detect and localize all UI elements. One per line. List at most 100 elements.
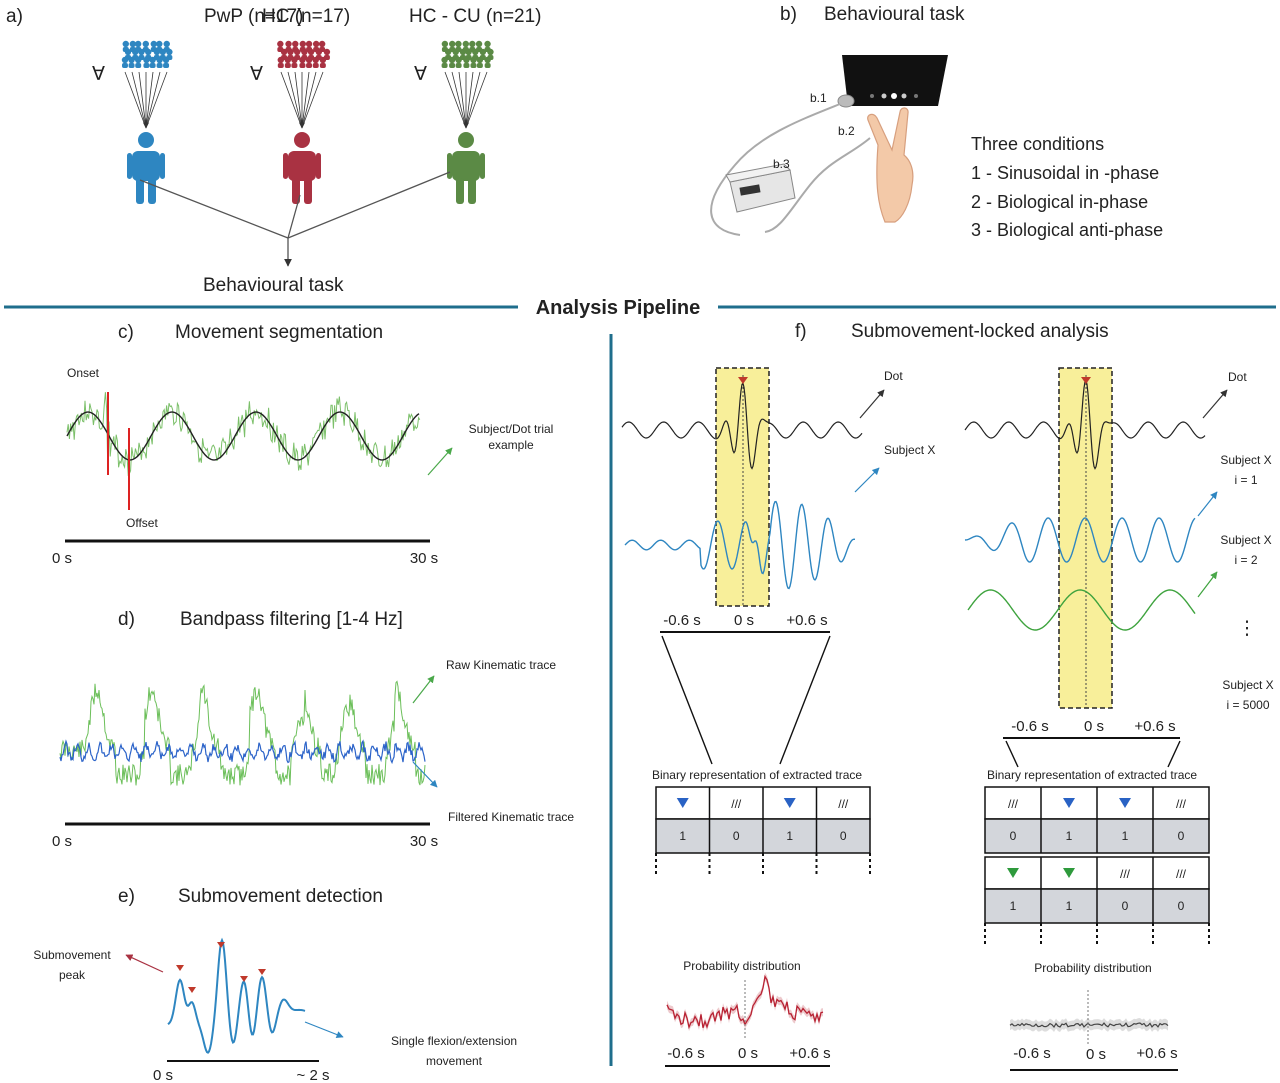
trial-annotation-line2: example bbox=[488, 438, 534, 452]
panel-f-label: f) bbox=[795, 321, 807, 342]
group-0-icons bbox=[121, 40, 173, 204]
no-peak-cell: /// bbox=[1176, 797, 1187, 811]
no-peak-cell: /// bbox=[1008, 797, 1019, 811]
pipeline-header: Analysis Pipeline bbox=[4, 297, 1276, 1066]
subject-trace-right-2 bbox=[967, 589, 1196, 631]
prob-trace-right bbox=[1009, 1022, 1169, 1029]
c-time-start: 0 s bbox=[52, 550, 72, 567]
f-left-tick-end: +0.6 s bbox=[786, 612, 827, 629]
f-right-prob-tick-start: -0.6 s bbox=[1013, 1045, 1051, 1062]
peak-marker bbox=[258, 969, 266, 975]
peak-label-line1: Submovement bbox=[33, 948, 111, 962]
d-time-end: 30 s bbox=[410, 833, 438, 850]
f-right-tick-end: +0.6 s bbox=[1134, 718, 1175, 735]
sensor-icon bbox=[837, 94, 855, 108]
panel-c: c) Movement segmentation Onset Offset Su… bbox=[52, 322, 553, 567]
e-time-start: 0 s bbox=[153, 1067, 173, 1083]
subject-2-label: Subject X bbox=[1220, 533, 1271, 547]
device-label-b2: b.2 bbox=[838, 124, 855, 138]
binary-title-right: Binary representation of extracted trace bbox=[987, 768, 1197, 782]
peak-marker bbox=[240, 976, 248, 982]
amplifier-icon bbox=[725, 163, 796, 213]
prob-band-left bbox=[667, 972, 823, 1032]
no-peak-cell: /// bbox=[731, 797, 742, 811]
subject-trace-right-1 bbox=[964, 517, 1196, 563]
group-merge-lines bbox=[139, 171, 451, 239]
participant-groups bbox=[121, 40, 494, 204]
group-label-hc: HC (n=17) bbox=[262, 6, 350, 27]
f-right-tick-start: -0.6 s bbox=[1011, 718, 1049, 735]
dot-label-right: Dot bbox=[1228, 370, 1247, 384]
forall-symbol-hc-cu: ∀ bbox=[414, 64, 427, 85]
raw-trace-arrow bbox=[412, 675, 435, 704]
detected-peak-marker bbox=[1007, 868, 1019, 878]
panel-d-title: Bandpass filtering [1-4 Hz] bbox=[180, 609, 403, 630]
binary-value-cell: 0 bbox=[840, 829, 847, 843]
condition-2: 2 - Biological in-phase bbox=[971, 192, 1148, 212]
dot-sinusoid-trace bbox=[66, 411, 420, 461]
raw-trace-label: Raw Kinematic trace bbox=[446, 658, 556, 672]
offset-label: Offset bbox=[126, 516, 158, 530]
no-peak-cell: /// bbox=[1120, 867, 1131, 881]
binary-title-left: Binary representation of extracted trace bbox=[652, 768, 862, 782]
panel-b-label: b) bbox=[780, 4, 797, 25]
panel-b-title: Behavioural task bbox=[824, 4, 965, 25]
binary-value-cell: 0 bbox=[1178, 899, 1185, 913]
d-time-start: 0 s bbox=[52, 833, 72, 850]
peak-marker-right bbox=[1081, 377, 1091, 384]
subject-trace-left bbox=[624, 500, 856, 590]
panel-e-label: e) bbox=[118, 886, 135, 907]
f-right-prob-tick-zero: 0 s bbox=[1086, 1046, 1106, 1063]
submovement-trace bbox=[167, 937, 306, 1054]
panel-f-right: Dot Subject X i = 1 Subject X i = 2 ⋮ Su… bbox=[964, 367, 1274, 1071]
subject-ellipsis: ⋮ bbox=[1238, 618, 1257, 639]
movement-label-line1: Single flexion/extension bbox=[391, 1034, 517, 1048]
prob-title-left: Probability distribution bbox=[683, 959, 800, 973]
f-right-prob-tick-end: +0.6 s bbox=[1136, 1045, 1177, 1062]
panel-c-title: Movement segmentation bbox=[175, 322, 383, 343]
filtered-kinematic-trace bbox=[59, 739, 426, 765]
no-peak-cell: /// bbox=[1176, 867, 1187, 881]
binary-value-cell: 1 bbox=[1066, 829, 1073, 843]
binary-value-cell: 0 bbox=[1178, 829, 1185, 843]
subject-1-index: i = 1 bbox=[1234, 473, 1257, 487]
group-2-icons bbox=[441, 40, 494, 204]
detected-peak-marker bbox=[676, 798, 689, 808]
trial-annotation-line1: Subject/Dot trial bbox=[469, 422, 554, 436]
f-left-prob-tick-zero: 0 s bbox=[738, 1045, 758, 1062]
panel-f-title: Submovement-locked analysis bbox=[851, 321, 1109, 342]
panel-c-label: c) bbox=[118, 322, 134, 343]
f-right-tick-zero: 0 s bbox=[1084, 718, 1104, 735]
subject-2-index: i = 2 bbox=[1234, 553, 1257, 567]
movement-label-line2: movement bbox=[426, 1054, 483, 1068]
panel-d: d) Bandpass filtering [1-4 Hz] Raw Kinem… bbox=[52, 609, 574, 850]
panel-b: b) Behavioural task b.1 b.2 b.3 Three co… bbox=[710, 4, 1163, 240]
binary-value-cell: 1 bbox=[786, 829, 793, 843]
dot-label-left: Dot bbox=[884, 369, 903, 383]
panel-e-title: Submovement detection bbox=[178, 886, 383, 907]
panel-e: e) Submovement detection Submovement pea… bbox=[33, 886, 517, 1083]
group-label-pwp: PwP (n=17) bbox=[204, 6, 303, 27]
f-left-tick-zero: 0 s bbox=[734, 612, 754, 629]
c-time-end: 30 s bbox=[410, 550, 438, 567]
panel-a-label: a) bbox=[6, 6, 23, 27]
dot-trace-left bbox=[621, 381, 863, 470]
pipeline-title: Analysis Pipeline bbox=[536, 297, 701, 319]
filtered-trace-label: Filtered Kinematic trace bbox=[448, 810, 574, 824]
detected-peak-marker bbox=[783, 798, 796, 808]
peak-marker bbox=[217, 942, 225, 948]
binary-value-cell: 1 bbox=[1066, 899, 1073, 913]
panel-d-label: d) bbox=[118, 609, 135, 630]
f-left-tick-start: -0.6 s bbox=[663, 612, 701, 629]
peak-marker bbox=[188, 987, 196, 993]
cable bbox=[710, 103, 841, 236]
binary-value-cell: 0 bbox=[733, 829, 740, 843]
onset-label: Onset bbox=[67, 366, 100, 380]
panel-f-left: Dot Subject X -0.6 s 0 s +0.6 s Binary r… bbox=[621, 367, 935, 1067]
filtered-trace-arrow bbox=[412, 761, 438, 788]
panel-a: a) PwP (n=17) HC (n=17) HC - CU (n=21) ∀… bbox=[6, 6, 542, 296]
binary-value-cell: 1 bbox=[1010, 899, 1017, 913]
